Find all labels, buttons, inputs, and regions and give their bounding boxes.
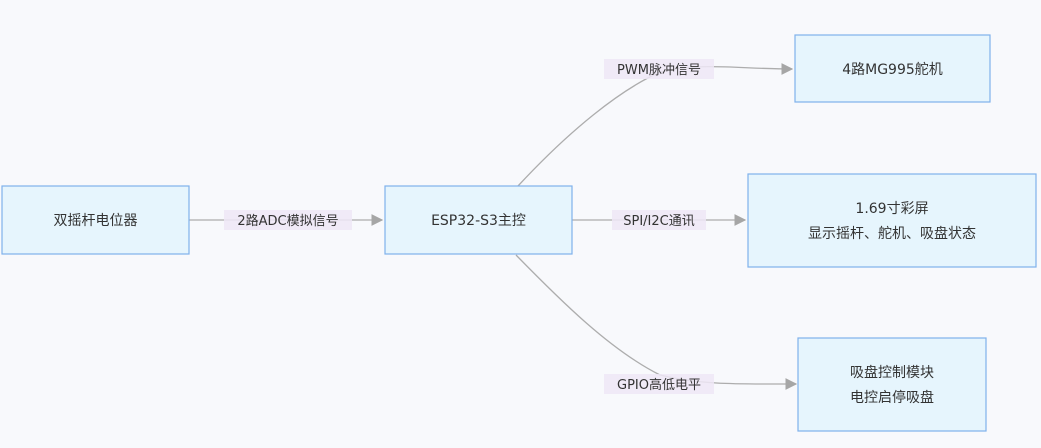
edge-pwm <box>517 63 794 187</box>
node-joystick-label: 双摇杆电位器 <box>54 213 138 229</box>
edge-gpio-line <box>515 254 798 390</box>
node-servo: 4路MG995舵机 <box>794 34 991 103</box>
edge-gpio <box>515 254 798 390</box>
edge-label-pwm: PWM脉冲信号 <box>604 59 714 79</box>
edge-label-adc-text: 2路ADC模拟信号 <box>237 213 338 229</box>
edge-pwm-line <box>517 63 794 187</box>
node-joystick: 双摇杆电位器 <box>1 185 190 255</box>
node-screen-line1: 1.69寸彩屏 <box>855 201 928 217</box>
edge-label-spi-text: SPI/I2C通讯 <box>623 214 695 229</box>
node-suction-line1: 吸盘控制模块 <box>850 364 934 381</box>
edge-label-gpio: GPIO高低电平 <box>604 374 714 394</box>
node-esp32: ESP32-S3主控 <box>384 185 573 255</box>
node-suction-line2: 电控启停吸盘 <box>850 389 934 406</box>
edge-label-adc: 2路ADC模拟信号 <box>224 210 352 230</box>
node-screen: 1.69寸彩屏 显示摇杆、舵机、吸盘状态 <box>747 173 1037 268</box>
node-suction: 吸盘控制模块 电控启停吸盘 <box>797 337 987 432</box>
edge-label-spi: SPI/I2C通讯 <box>612 210 706 230</box>
node-esp32-label: ESP32-S3主控 <box>431 213 526 229</box>
node-servo-label: 4路MG995舵机 <box>842 62 943 78</box>
edge-label-pwm-text: PWM脉冲信号 <box>617 63 701 78</box>
edge-label-gpio-text: GPIO高低电平 <box>617 377 701 393</box>
node-screen-line2: 显示摇杆、舵机、吸盘状态 <box>808 225 976 242</box>
